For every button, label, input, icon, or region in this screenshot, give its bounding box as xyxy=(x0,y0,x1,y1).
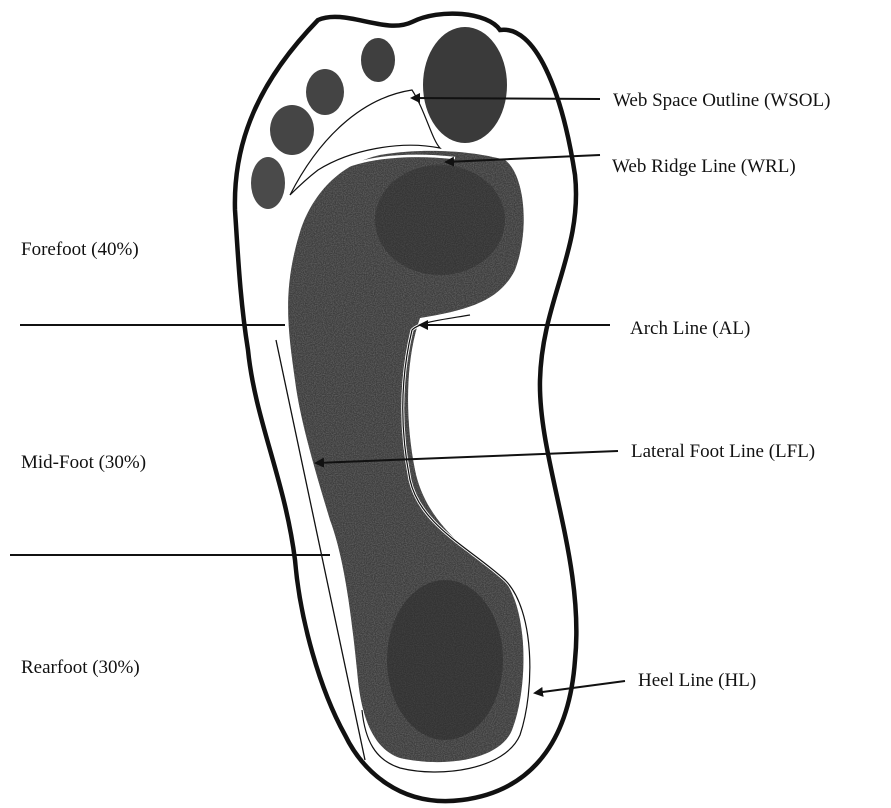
wsol-label: Web Space Outline (WSOL) xyxy=(613,90,830,111)
heel-pad xyxy=(387,580,503,740)
ball-pad xyxy=(375,165,505,275)
toe-fifth xyxy=(251,157,285,209)
wrl-label: Web Ridge Line (WRL) xyxy=(612,156,796,177)
wsol-arrow xyxy=(412,98,600,99)
hl-label: Heel Line (HL) xyxy=(638,670,756,691)
lfl-label: Lateral Foot Line (LFL) xyxy=(631,441,815,462)
toe-fourth xyxy=(270,105,314,155)
toe-big xyxy=(423,27,507,143)
hl-arrow xyxy=(535,681,625,693)
rearfoot-label: Rearfoot (30%) xyxy=(21,657,140,678)
toe-third xyxy=(306,69,344,115)
toe-second xyxy=(361,38,395,82)
forefoot-label: Forefoot (40%) xyxy=(21,239,139,260)
al-label: Arch Line (AL) xyxy=(630,318,750,339)
midfoot-label: Mid-Foot (30%) xyxy=(21,452,146,473)
